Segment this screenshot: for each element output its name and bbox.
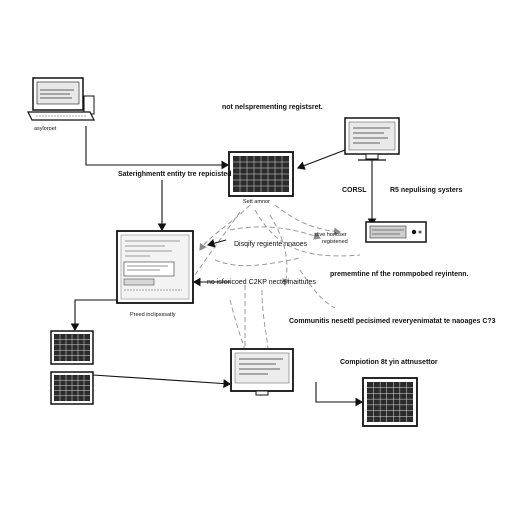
data-grid-bottom-right bbox=[362, 377, 418, 427]
server-device-icon bbox=[365, 221, 427, 243]
dashed-flow-5 bbox=[269, 214, 291, 286]
dashed-flow-2 bbox=[274, 204, 341, 236]
data-grid-left-lower bbox=[50, 371, 94, 405]
compiotion-label: Compiotion 8t yin attnusettor bbox=[340, 359, 438, 366]
top-caption: not nelsprementing registsret. bbox=[222, 104, 323, 111]
computer-caption: asyloroet bbox=[34, 126, 57, 132]
communitis-label: Communitis nesettl pecisimed reveryenima… bbox=[289, 318, 496, 325]
stive-label-line2: registened bbox=[322, 239, 348, 245]
dashed-flow-4 bbox=[194, 211, 241, 276]
data-grid-left-upper bbox=[50, 330, 94, 365]
connector-bottom-to-grid bbox=[315, 382, 364, 407]
laptop-icon bbox=[27, 77, 95, 121]
repursing-label: R5 nepulising systers bbox=[390, 187, 463, 194]
connector-dispify bbox=[206, 238, 227, 248]
freed-label: Preed inclipsssatly bbox=[130, 312, 176, 318]
connector-panel-to-grid bbox=[70, 299, 120, 332]
dashed-flows bbox=[194, 204, 361, 351]
dashed-flow-9 bbox=[229, 226, 321, 240]
connector-monitor-to-registry bbox=[296, 149, 346, 170]
connectors bbox=[70, 126, 377, 407]
dashed-flow-7 bbox=[299, 269, 336, 309]
stive-label-line1: stive horloser bbox=[314, 232, 347, 238]
central-form-panel bbox=[116, 230, 194, 304]
registry-grid bbox=[228, 151, 294, 197]
registry-caption: Saterighmentt entity tre repicisted bbox=[118, 171, 232, 178]
dashed-flow-3 bbox=[254, 209, 361, 257]
connector-grid-to-bottom-monitor bbox=[92, 374, 232, 388]
set-answer-label: Sett amnor bbox=[243, 199, 270, 205]
monitor-bottom-center-icon bbox=[230, 348, 294, 396]
dashed-flow-11 bbox=[261, 289, 269, 349]
dashed-flow-6 bbox=[229, 299, 246, 351]
connector-to-device bbox=[367, 159, 377, 227]
dispify-label: Disqify regiente nnaoes bbox=[234, 241, 308, 248]
premenine-label: prememtine nf the rommpobed reyintenn. bbox=[330, 271, 469, 278]
no-isforiced-label: no isforicoed C2KP necte inaittutes bbox=[207, 279, 316, 286]
dashed-flow-8 bbox=[214, 257, 301, 267]
corsl-label: CORSL bbox=[342, 187, 367, 194]
connector-computer-to-registry bbox=[85, 126, 230, 170]
monitor-top-right-icon bbox=[344, 117, 400, 161]
